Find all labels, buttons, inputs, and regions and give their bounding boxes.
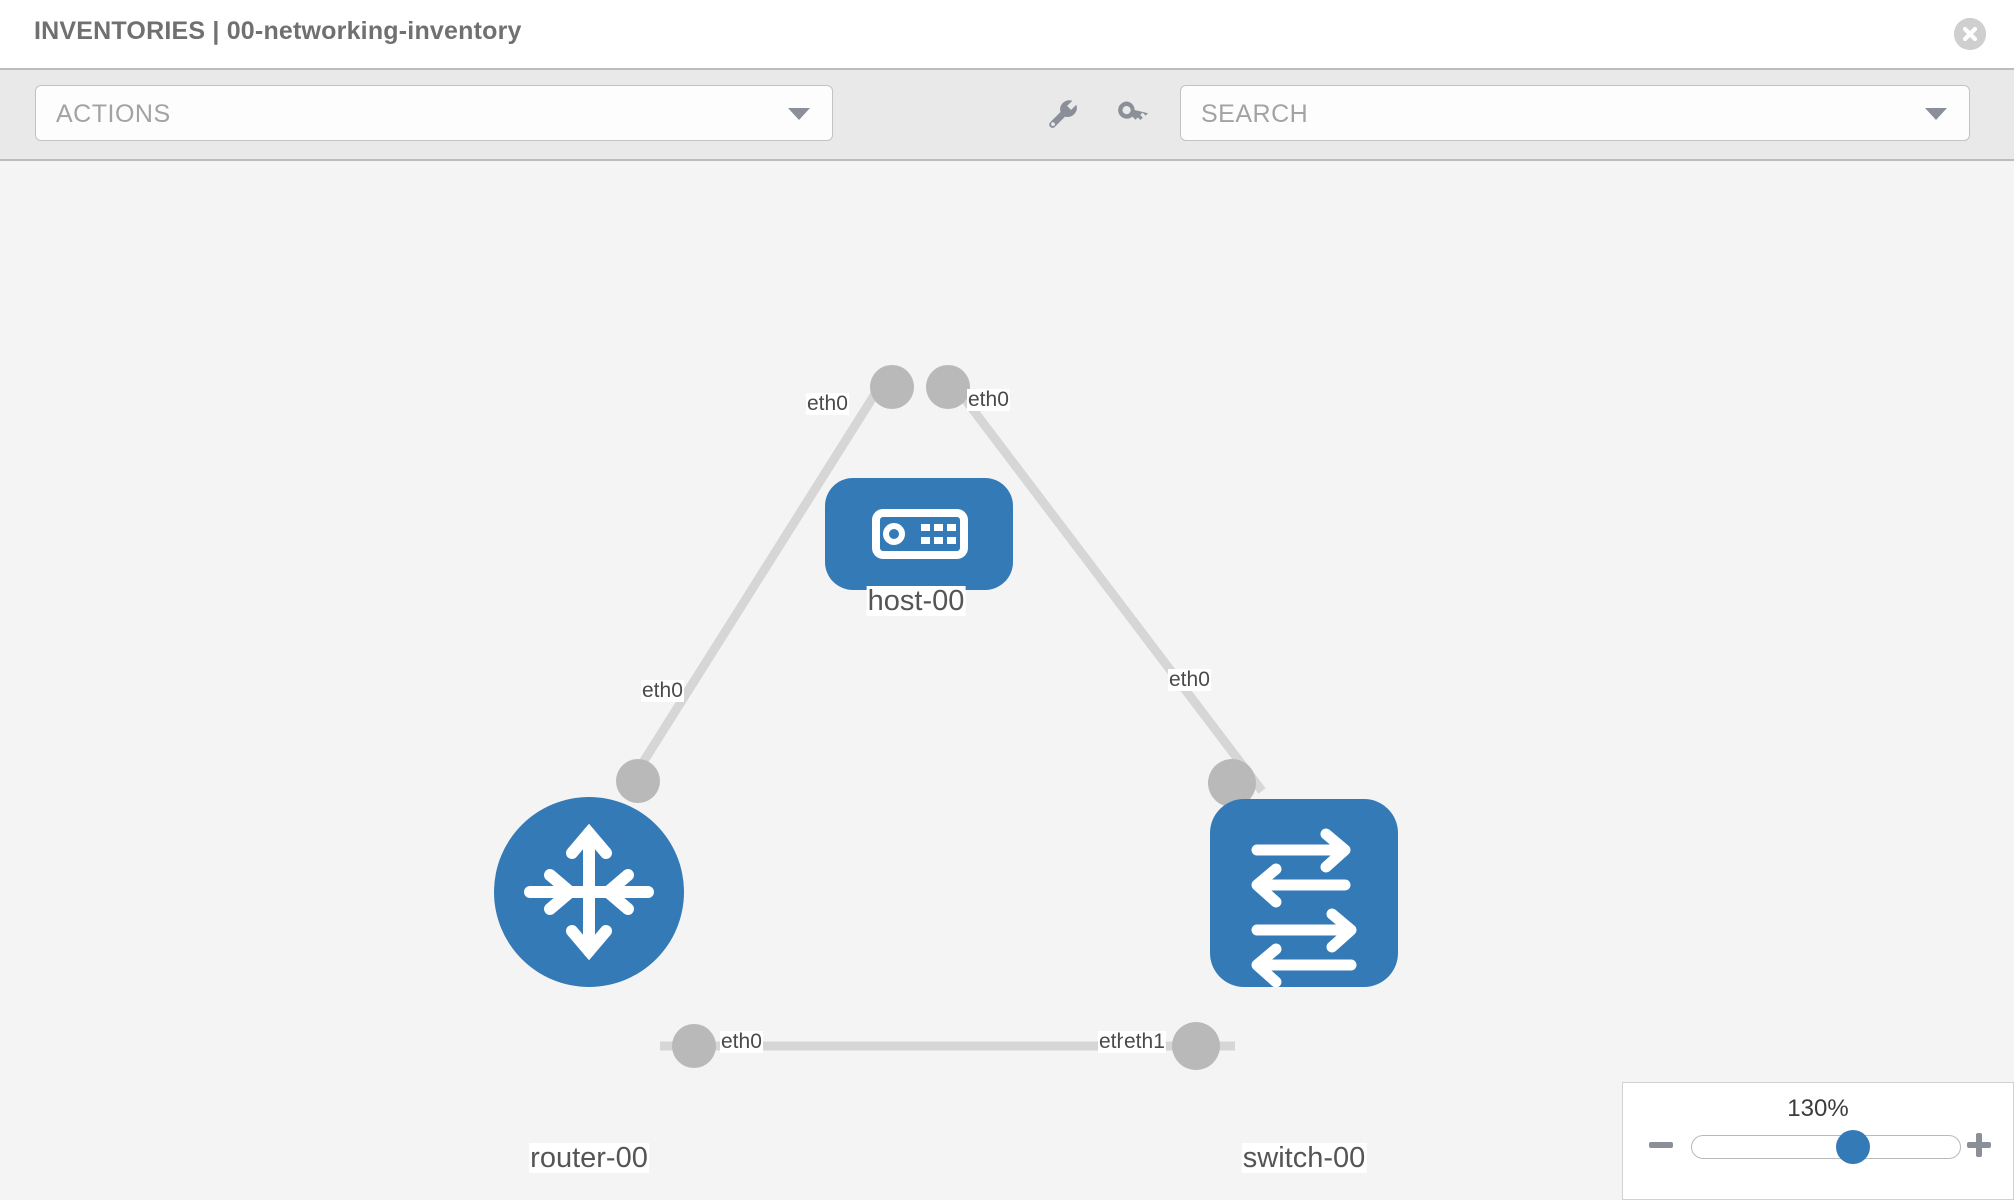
zoom-level-value: 130% — [1787, 1095, 1849, 1122]
iface-label-router00-uplink: eth0 — [641, 679, 684, 703]
server-icon — [872, 509, 968, 559]
wrench-icon[interactable] — [1043, 94, 1083, 134]
link-host00-router00 — [621, 383, 884, 794]
actions-dropdown-label: ACTIONS — [56, 100, 171, 128]
zoom-control-panel: 130% — [1622, 1082, 2014, 1200]
iface-label-switch00-west-eth1: eth1 — [1123, 1030, 1166, 1054]
iface-label-switch00-uplink: eth0 — [1168, 668, 1211, 692]
endpoint-switch00-nw — [1208, 759, 1256, 807]
iface-label-host00-right: eth0 — [967, 388, 1010, 412]
search-placeholder-text: SEARCH — [1201, 100, 1309, 128]
node-label-router-00: router-00 — [529, 1142, 649, 1174]
close-icon[interactable] — [1954, 18, 1986, 50]
node-label-switch-00: switch-00 — [1241, 1142, 1367, 1174]
endpoint-router00-east — [672, 1024, 716, 1068]
node-label-host-00: host-00 — [866, 585, 966, 617]
link-host00-switch00 — [951, 383, 1266, 794]
search-input[interactable]: SEARCH — [1180, 85, 1970, 141]
node-router-00 — [494, 797, 684, 987]
zoom-in-button[interactable] — [1963, 1129, 1995, 1161]
page-header: INVENTORIES | 00-networking-inventory — [0, 0, 2014, 68]
endpoint-host00-left — [870, 365, 914, 409]
zoom-slider-thumb[interactable] — [1835, 1130, 1870, 1164]
router-arrows-icon — [524, 823, 654, 961]
node-host-00 — [825, 478, 1013, 590]
zoom-out-button[interactable] — [1645, 1129, 1677, 1161]
endpoint-switch00-west — [1172, 1022, 1220, 1070]
toolbar: ACTIONS SEARCH — [0, 68, 2014, 161]
topology-graph — [494, 365, 1398, 1070]
key-icon[interactable] — [1112, 94, 1152, 134]
endpoints-layer — [616, 365, 1256, 1070]
chevron-down-icon[interactable] — [1925, 108, 1947, 120]
page-title: INVENTORIES | 00-networking-inventory — [34, 17, 522, 45]
chevron-down-icon — [788, 108, 810, 120]
zoom-slider[interactable] — [1691, 1130, 1961, 1164]
node-switch-00 — [1210, 799, 1398, 988]
iface-label-router00-east: eth0 — [720, 1030, 763, 1054]
switch-arrows-icon — [1251, 828, 1357, 988]
topology-canvas[interactable]: eth0 eth0 eth0 eth0 eth0 eth0 eth1 host-… — [0, 161, 2014, 1200]
actions-dropdown[interactable]: ACTIONS — [35, 85, 833, 141]
endpoint-router00-ne — [616, 759, 660, 803]
endpoint-host00-right — [926, 365, 970, 409]
iface-label-host00-left: eth0 — [806, 392, 849, 416]
